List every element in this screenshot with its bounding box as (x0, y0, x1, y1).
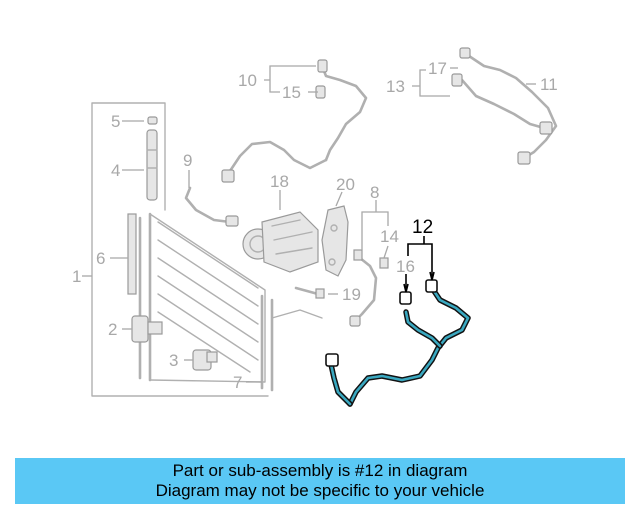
hose-11 (451, 47, 558, 165)
receiver-drier (146, 116, 158, 201)
callout-14: 14 (380, 227, 399, 246)
callout-17: 17 (428, 59, 447, 78)
leader-lines-highlighted (403, 236, 435, 293)
compressor-bracket (321, 205, 349, 277)
hose-8 (349, 249, 389, 327)
compressor (242, 211, 319, 273)
callout-3: 3 (169, 351, 178, 370)
callout-8: 8 (370, 183, 379, 202)
callout-1: 1 (72, 267, 81, 286)
info-banner: Part or sub-assembly is #12 in diagram D… (15, 458, 625, 504)
hose-10 (221, 59, 368, 183)
callout-9: 9 (183, 151, 192, 170)
parts-diagram: 1 2 3 4 5 6 7 8 9 10 11 12 13 14 15 16 1… (72, 47, 558, 407)
hose-12-highlighted (325, 279, 471, 407)
bolt (294, 286, 325, 299)
callout-18: 18 (270, 172, 289, 191)
callout-2: 2 (108, 320, 117, 339)
condenser-frame (91, 102, 269, 397)
callout-19: 19 (342, 285, 361, 304)
callout-10: 10 (238, 71, 257, 90)
callout-7: 7 (233, 373, 242, 392)
leader-lines (82, 65, 536, 383)
callout-11: 11 (540, 75, 558, 94)
banner-line-disclaimer: Diagram may not be specific to your vehi… (155, 481, 485, 500)
condenser (127, 212, 323, 392)
callout-labels: 1 2 3 4 5 6 7 8 9 10 11 12 13 14 15 16 1… (72, 59, 558, 392)
callout-6: 6 (96, 249, 105, 268)
callout-20: 20 (336, 175, 355, 194)
callout-12: 12 (412, 217, 433, 238)
callout-5: 5 (111, 112, 120, 131)
callout-16: 16 (396, 257, 415, 276)
callout-15: 15 (282, 83, 301, 102)
banner-line-part: Part or sub-assembly is #12 in diagram (172, 461, 468, 480)
callout-13: 13 (386, 77, 405, 96)
hose-9 (184, 186, 239, 227)
callout-4: 4 (111, 161, 120, 180)
